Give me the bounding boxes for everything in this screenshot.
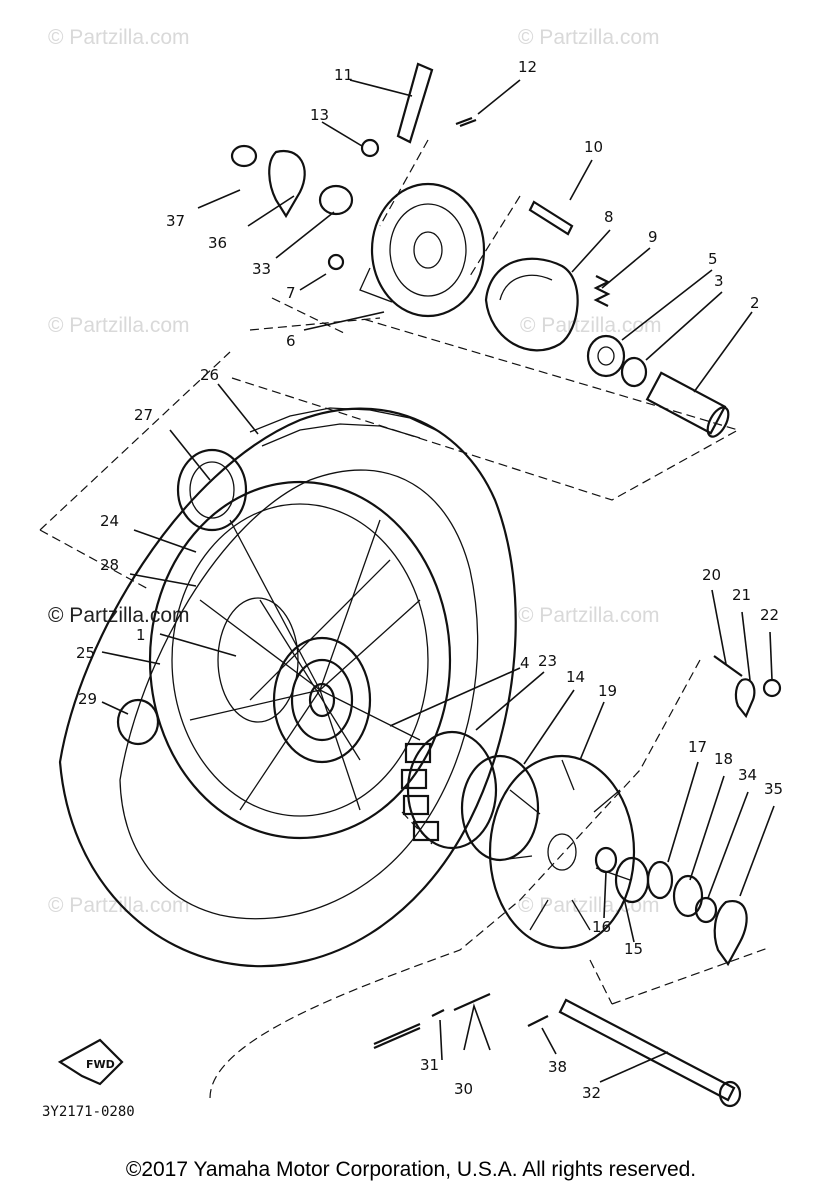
assembly-outline bbox=[209, 659, 701, 1099]
callout-16: 16 bbox=[592, 918, 611, 936]
drive-chain bbox=[373, 1022, 421, 1050]
watermark: © Partzilla.com bbox=[48, 604, 190, 627]
callout-28: 28 bbox=[100, 556, 119, 574]
callout-36: 36 bbox=[208, 234, 227, 252]
spacer bbox=[645, 371, 730, 438]
assembly-outline bbox=[379, 139, 521, 845]
fwd-label: FWD bbox=[86, 1058, 115, 1071]
diagram-code: 3Y2171-0280 bbox=[42, 1104, 135, 1120]
callout-23: 23 bbox=[538, 652, 557, 670]
tube-section bbox=[116, 698, 160, 746]
wheel-hub bbox=[217, 597, 372, 764]
rear-rim bbox=[148, 480, 452, 840]
callout-8: 8 bbox=[604, 208, 614, 226]
assembly-outline bbox=[39, 351, 231, 591]
watermark: © Partzilla.com bbox=[518, 26, 660, 49]
leader-lines bbox=[101, 79, 775, 1083]
callout-25: 25 bbox=[76, 644, 95, 662]
nut bbox=[327, 253, 345, 271]
callout-13: 13 bbox=[310, 106, 329, 124]
callout-9: 9 bbox=[648, 228, 658, 246]
collar bbox=[318, 184, 354, 216]
callout-18: 18 bbox=[714, 750, 733, 768]
collar bbox=[594, 846, 618, 874]
chain-puller bbox=[734, 678, 756, 719]
callout-3: 3 bbox=[714, 272, 724, 290]
wheel-axle bbox=[558, 998, 742, 1108]
fwd-arrow-badge: FWD bbox=[57, 1038, 124, 1086]
brake-shoe-plate bbox=[359, 182, 486, 318]
clutch-hub bbox=[400, 730, 498, 850]
watermark: © Partzilla.com bbox=[48, 26, 190, 49]
chain-joint bbox=[431, 992, 491, 1017]
watermark: © Partzilla.com bbox=[48, 894, 190, 917]
callout-37: 37 bbox=[166, 212, 185, 230]
callout-35: 35 bbox=[764, 780, 783, 798]
callouts: 11 12 13 10 8 9 5 3 2 37 36 33 7 6 26 27… bbox=[76, 58, 783, 1102]
watermark: © Partzilla.com bbox=[520, 314, 662, 337]
callout-38: 38 bbox=[548, 1058, 567, 1076]
brake-camshaft bbox=[528, 200, 574, 236]
callout-31: 31 bbox=[420, 1056, 439, 1074]
assembly-outline bbox=[231, 317, 740, 501]
brake-spring bbox=[593, 275, 611, 307]
callout-20: 20 bbox=[702, 566, 721, 584]
inner-tube bbox=[176, 448, 248, 532]
adjusting-bolt bbox=[713, 655, 743, 677]
callout-5: 5 bbox=[708, 250, 718, 268]
camshaft-lever bbox=[396, 62, 434, 144]
adjusting-nut bbox=[230, 144, 258, 168]
copyright-notice: ©2017 Yamaha Motor Corporation, U.S.A. A… bbox=[125, 1158, 697, 1181]
clutch-hub-flange bbox=[460, 754, 540, 862]
chain-puller-plate bbox=[268, 149, 306, 219]
nut bbox=[360, 138, 380, 158]
callout-4: 4 bbox=[520, 654, 530, 672]
bolt bbox=[455, 116, 477, 128]
callout-24: 24 bbox=[100, 512, 119, 530]
callout-11: 11 bbox=[334, 66, 353, 84]
bearing bbox=[597, 346, 615, 366]
callout-14: 14 bbox=[566, 668, 585, 686]
callout-6: 6 bbox=[286, 332, 296, 350]
locknut bbox=[762, 678, 782, 698]
assembly-outline bbox=[589, 947, 769, 1005]
callout-22: 22 bbox=[760, 606, 779, 624]
callout-15: 15 bbox=[624, 940, 643, 958]
watermark: © Partzilla.com bbox=[48, 314, 190, 337]
callout-30: 30 bbox=[454, 1080, 473, 1098]
rear-tire bbox=[58, 407, 517, 968]
chain-puller-plate bbox=[713, 899, 748, 967]
driven-sprocket bbox=[488, 754, 636, 950]
callout-17: 17 bbox=[688, 738, 707, 756]
callout-1: 1 bbox=[136, 626, 146, 644]
callout-26: 26 bbox=[200, 366, 219, 384]
callout-33: 33 bbox=[252, 260, 271, 278]
bearing bbox=[586, 334, 626, 378]
callout-21: 21 bbox=[732, 586, 751, 604]
callout-32: 32 bbox=[582, 1084, 601, 1102]
callout-12: 12 bbox=[518, 58, 537, 76]
callout-7: 7 bbox=[286, 284, 296, 302]
callout-2: 2 bbox=[750, 294, 760, 312]
callout-19: 19 bbox=[598, 682, 617, 700]
callout-27: 27 bbox=[134, 406, 153, 424]
callout-29: 29 bbox=[78, 690, 97, 708]
brake-shoes bbox=[484, 257, 579, 352]
watermark: © Partzilla.com bbox=[518, 604, 660, 627]
callout-10: 10 bbox=[584, 138, 603, 156]
cotter-pin bbox=[527, 1015, 549, 1027]
oil-seal bbox=[672, 874, 704, 918]
assembly-outline bbox=[249, 297, 381, 335]
callout-34: 34 bbox=[738, 766, 757, 784]
circlip bbox=[646, 860, 674, 900]
oil-seal bbox=[620, 356, 648, 388]
adjusting-nut bbox=[694, 896, 718, 924]
